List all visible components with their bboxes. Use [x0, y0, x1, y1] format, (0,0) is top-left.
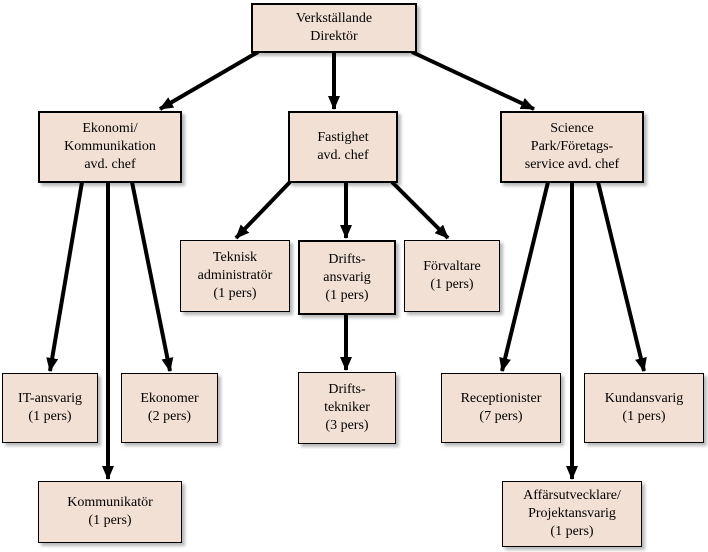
node-line: Park/Företags-: [530, 139, 614, 154]
node-line: avd. chef: [317, 148, 369, 163]
node-line: ansvarig: [323, 269, 371, 285]
node-line: (3 pers): [325, 418, 369, 433]
edge-sci-rec: [499, 181, 550, 372]
node-line: (2 pers): [147, 409, 192, 424]
node-forvaltare: Förvaltare (1 pers): [404, 240, 500, 312]
node-line: (7 pers): [479, 409, 523, 424]
node-line: (1 pers): [88, 513, 132, 528]
node-driftsansvarig: Drifts- ansvarig (1 pers): [298, 240, 396, 315]
node-line: (1 pers): [550, 524, 594, 539]
node-kommunikator: Kommunikatör (1 pers): [38, 481, 182, 543]
node-line: (1 pers): [28, 409, 72, 424]
edge-eko-it: [46, 181, 84, 372]
node-fastighet: Fastighet avd. chef: [288, 111, 398, 183]
edge-sci-kund: [596, 181, 647, 372]
edge-fast-tek: [234, 180, 292, 240]
node-ekonomer: Ekonomer (2 pers): [121, 373, 218, 443]
node-line: service avd. chef: [524, 157, 620, 172]
node-line: Drifts-: [328, 251, 366, 267]
node-line: (1 pers): [325, 287, 369, 303]
node-it-ansvarig: IT-ansvarig (1 pers): [2, 373, 98, 443]
node-line: avd. chef: [84, 157, 136, 172]
node-line: (1 pers): [213, 286, 257, 301]
node-kundansvarig: Kundansvarig (1 pers): [584, 373, 704, 443]
node-receptionister: Receptionister (7 pers): [441, 373, 561, 443]
node-ekonomi-kommunikation: Ekonomi/ Kommunikation avd. chef: [38, 111, 182, 183]
node-line: Affärsutvecklare/: [523, 488, 621, 503]
node-line: tekniker: [324, 400, 370, 415]
node-line: Förvaltare: [423, 259, 481, 274]
edge-vd-eko: [158, 50, 260, 111]
edge-fast-forv: [390, 180, 450, 240]
node-line: Kommunikatör: [67, 495, 153, 510]
node-line: Teknisk: [212, 250, 258, 265]
node-line: Ekonomi/: [82, 121, 138, 136]
node-driftstekniker: Drifts- tekniker (3 pers): [298, 372, 396, 444]
node-science-park: Science Park/Företags- service avd. chef: [500, 111, 644, 183]
node-line: administratör: [197, 268, 273, 283]
node-verkstallande-direktor: Verkställande Direktör: [251, 3, 417, 53]
node-line: Ekonomer: [140, 391, 199, 406]
node-line: Drifts-: [328, 382, 366, 397]
node-affarsutvecklare: Affärsutvecklare/ Projektansvarig (1 per…: [502, 481, 642, 547]
node-line: (1 pers): [430, 277, 474, 292]
node-teknisk-administrator: Teknisk administratör (1 pers): [180, 240, 290, 312]
edge-eko-ekonomer: [130, 181, 174, 372]
node-line: (1 pers): [622, 409, 666, 424]
node-line: Kundansvarig: [604, 391, 684, 406]
node-line: Fastighet: [317, 130, 369, 145]
node-line: Kommunikation: [64, 139, 156, 154]
node-line: IT-ansvarig: [17, 391, 83, 406]
node-line: Receptionister: [460, 391, 542, 406]
edge-vd-sci: [411, 50, 535, 111]
node-line: Science: [550, 121, 594, 136]
node-line: Direktör: [310, 29, 358, 44]
node-line: Verkställande: [295, 11, 373, 26]
node-line: Projektansvarig: [528, 506, 616, 521]
